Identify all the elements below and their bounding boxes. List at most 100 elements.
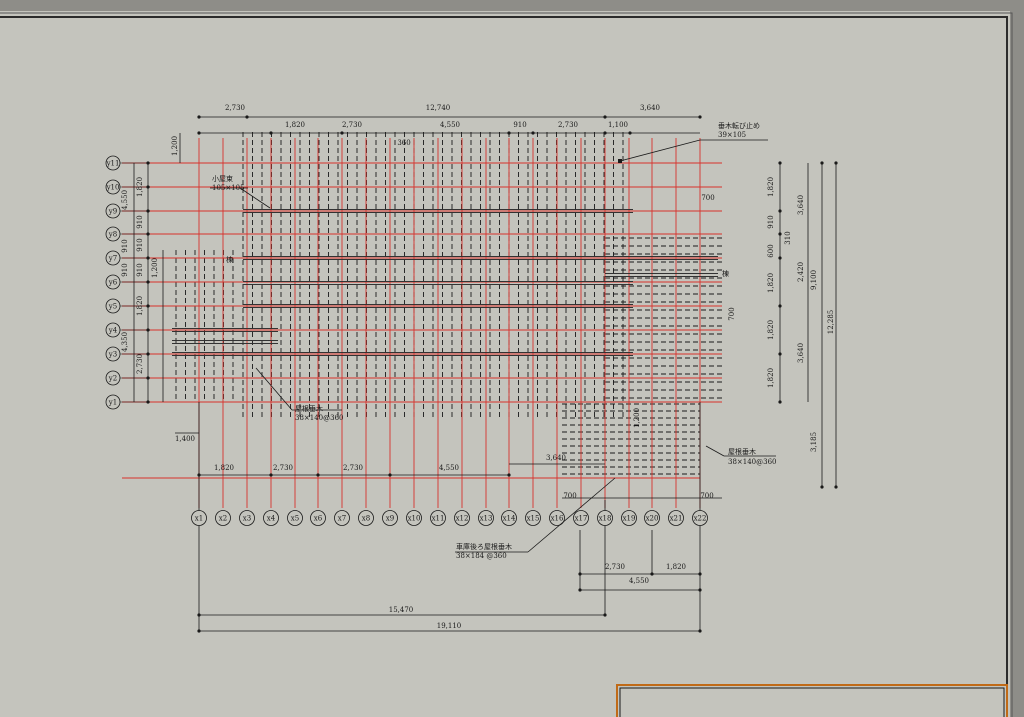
dim-bottom-700b: 700	[700, 492, 713, 500]
bottom-dimension-labels: 1,400 1,820 2,730 2,730 4,550 3,640 700 …	[175, 435, 714, 630]
dim-right-700b: 700	[728, 307, 736, 320]
x-axis-label: x12	[456, 515, 469, 523]
top-dimension-labels: 2,730 12,740 3,640 1,820 2,730 4,550 910…	[171, 104, 660, 156]
dimension-tick	[388, 473, 392, 477]
dim-top-b4: 910	[513, 121, 526, 129]
y-axis-label: y8	[108, 231, 117, 239]
dim-left-offset: 1,200	[171, 136, 179, 156]
dimension-tick	[269, 473, 273, 477]
dimension-tick	[778, 400, 782, 404]
note-rafter-stop-spec: 39×105	[718, 131, 746, 139]
note-roof-rafter-a-title: 屋根垂木	[295, 404, 323, 413]
callout-leaders	[210, 139, 776, 553]
x-axis-bubble	[478, 510, 494, 526]
x-axis-bubble	[525, 510, 541, 526]
x-axis-bubble	[501, 510, 517, 526]
dim-bottom-lr1: 2,730	[605, 563, 625, 571]
y-axis-label: y6	[108, 279, 118, 287]
dimension-tick	[197, 473, 201, 477]
dimension-tick	[698, 115, 702, 119]
dim-left-i6: 1,820	[136, 296, 144, 316]
note-roof-rafter-b-spec: 38×140@360	[728, 458, 777, 466]
note-roof-rafter-a-spec: 38×140@360	[295, 414, 344, 422]
x-axis-bubble	[573, 510, 589, 526]
left-dimension-labels: 4,550 910 910 4,350 2,730 1,820 910 910 …	[121, 177, 159, 374]
dim-right-1200: 1,200	[633, 408, 641, 428]
dimension-tick	[340, 131, 344, 135]
x-axis-label: x6	[314, 515, 323, 523]
x-axis-bubble	[454, 510, 470, 526]
dimension-tick	[245, 115, 249, 119]
x-axis-bubble	[287, 510, 303, 526]
note-garage-rafter-title: 車庫後ろ屋根垂木	[456, 542, 512, 551]
x-axis-label: x10	[408, 515, 421, 523]
dimension-tick	[698, 629, 702, 633]
x-axis-label: x19	[623, 515, 636, 523]
x-axis-bubble	[382, 510, 398, 526]
x-axis-label: x3	[243, 515, 251, 523]
y-axis-label: y9	[108, 208, 117, 216]
dim-right-m1: 3,640	[797, 195, 805, 215]
dimension-tick	[507, 131, 511, 135]
dim-right-i2: 910	[767, 215, 775, 228]
beam-lines	[172, 209, 718, 356]
note-ridge-b: 棟	[722, 269, 729, 278]
x-axis-bubble	[597, 510, 613, 526]
dim-left-o5: 2,730	[136, 354, 144, 374]
dimension-tick	[778, 209, 782, 213]
x-axis-label: x11	[432, 515, 445, 523]
x-axis-label: x5	[291, 515, 299, 523]
dimension-tick	[197, 131, 201, 135]
dimension-tick	[778, 161, 782, 165]
dim-bottom-1: 1,820	[214, 464, 234, 472]
dim-right-i6: 1,820	[767, 368, 775, 388]
dim-right-700a: 700	[701, 194, 714, 202]
x-axis-label: x2	[219, 515, 227, 523]
x-axis-bubble	[310, 510, 326, 526]
dimension-tick	[578, 588, 582, 592]
x-axis-label: x17	[575, 515, 588, 523]
x-axis-bubble	[215, 510, 231, 526]
dim-right-i1: 1,820	[767, 177, 775, 197]
dimension-tick	[197, 629, 201, 633]
dimension-tick	[698, 588, 702, 592]
title-block-inner	[619, 687, 1005, 717]
y-axis-label: y2	[108, 375, 117, 383]
dim-left-o1: 4,550	[121, 190, 129, 210]
dimension-tick	[628, 131, 632, 135]
dimension-tick	[603, 131, 607, 135]
x-axis-bubble	[644, 510, 660, 526]
x-axis-label: x7	[338, 515, 346, 523]
x-axis-label: x14	[503, 515, 516, 523]
dim-bottom-lr2: 1,820	[666, 563, 686, 571]
dim-top-b6: 1,100	[608, 121, 628, 129]
x-axis-bubble	[621, 510, 637, 526]
x-axis-bubble	[406, 510, 422, 526]
note-small-beam-spec: 105×105	[212, 184, 245, 192]
dimension-tick	[778, 304, 782, 308]
dimension-tick	[603, 115, 607, 119]
dim-right-m3: 3,640	[797, 343, 805, 363]
dim-top-3: 3,640	[640, 104, 660, 112]
dim-bottom-4: 4,550	[439, 464, 459, 472]
dim-left-i1: 1,820	[136, 177, 144, 197]
note-ridge-a: 棟	[226, 255, 233, 264]
dim-top-1: 2,730	[225, 104, 245, 112]
x-axis-label: x4	[267, 515, 276, 523]
dim-right-i4: 1,820	[767, 273, 775, 293]
dim-bottom-3: 2,730	[343, 464, 363, 472]
dimension-tick	[778, 256, 782, 260]
dimension-tick	[316, 473, 320, 477]
dim-rafter-pitch: 360	[397, 139, 410, 147]
dim-bottom-total1: 15,470	[389, 606, 414, 614]
dim-top-2: 12,740	[426, 104, 451, 112]
y-axis-label: y11	[106, 160, 120, 168]
dim-top-b3: 4,550	[440, 121, 460, 129]
note-garage-rafter-spec: 38×184 @360	[456, 552, 507, 560]
dim-top-b1: 1,820	[285, 121, 305, 129]
x-axis-label: x1	[195, 515, 203, 523]
note-roof-rafter-b-title: 屋根垂木	[728, 447, 756, 456]
dimension-tick	[650, 572, 654, 576]
